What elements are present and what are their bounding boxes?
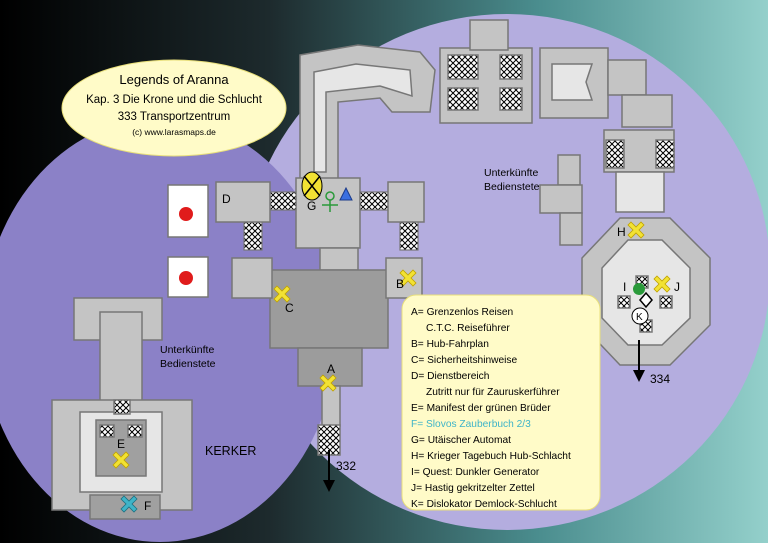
- quarters-label-left-1: Unterkünfte: [160, 344, 214, 356]
- quarters-label-left-2: Bedienstete: [160, 358, 216, 370]
- legend-item-H: H= Krieger Tagebuch Hub-Schlacht: [411, 451, 571, 462]
- marker-K: K: [636, 312, 643, 323]
- exit-arrow-334: [633, 340, 645, 382]
- legend-item-D: D= Dienstbereich: [411, 371, 489, 382]
- marker-G: G: [307, 199, 316, 213]
- legend-item-A-sub: C.T.C. Reiseführer: [426, 323, 510, 334]
- legend-item-A: A= Grenzenlos Reisen: [411, 307, 513, 318]
- east-quarters: [539, 129, 675, 246]
- marker-E: E: [117, 437, 125, 451]
- marker-D: D: [222, 192, 231, 206]
- hub-side-rooms: [215, 181, 425, 223]
- legend-panel: [401, 294, 601, 511]
- marker-F: F: [144, 499, 151, 513]
- hub-bridges: [243, 191, 419, 251]
- marker-letters: A B C D E F G H I J K: [117, 192, 680, 513]
- exit-label-332: 332: [336, 459, 356, 473]
- exit-arrow-332: [323, 450, 335, 492]
- item-markers: [112, 221, 671, 469]
- north-corridor: [299, 44, 436, 186]
- quarters-label-right-1: Unterkünfte: [484, 167, 538, 179]
- quest-marker-I: [633, 283, 645, 295]
- legend-item-I: I= Quest: Dunkler Generator: [411, 467, 540, 478]
- marker-J: J: [674, 280, 680, 294]
- spellbook-marker-F: [120, 495, 138, 513]
- legend-item-J: J= Hastig gekritzelter Zettel: [411, 483, 535, 494]
- legend-item-C: C= Sicherheitshinweise: [411, 355, 518, 366]
- north-grate-block: [439, 19, 533, 124]
- map-subtitle: Kap. 3 Die Krone und die Schlucht: [86, 94, 263, 106]
- marker-I: I: [623, 280, 626, 294]
- marker-H: H: [617, 225, 626, 239]
- legend-list: A= Grenzenlos Reisen C.T.C. Reiseführer …: [411, 307, 571, 510]
- legend-item-B: B= Hub-Fahrplan: [411, 339, 489, 350]
- north-east-block: [539, 47, 673, 128]
- marker-A: A: [327, 362, 335, 376]
- legend-item-E: E= Manifest der grünen Brüder: [411, 403, 551, 414]
- red-marker-1: [179, 207, 193, 221]
- map-level: 333 Transportzentrum: [118, 111, 231, 123]
- dislocator-marker-K: [631, 307, 649, 325]
- dungeon-label: KERKER: [205, 444, 256, 458]
- quarters-label-right-2: Bedienstete: [484, 181, 540, 193]
- exit-label-334: 334: [650, 372, 670, 386]
- map-credit: (c) www.larasmaps.de: [132, 127, 216, 137]
- legend-item-G: G= Utäischer Automat: [411, 435, 511, 446]
- red-marker-2: [179, 271, 193, 285]
- automat-marker-G: [301, 171, 353, 212]
- map-title: Legends of Aranna: [119, 72, 229, 87]
- legend-item-K: K= Dislokator Demlock-Schlucht: [411, 499, 557, 510]
- legend-item-D-sub: Zutritt nur für Zauruskerführer: [426, 387, 560, 398]
- west-rooms: [73, 184, 209, 413]
- legend-item-F: F= Slovos Zauberbuch 2/3: [411, 419, 531, 430]
- octagon-room: [581, 217, 711, 366]
- marker-B: B: [396, 277, 404, 291]
- title-badge: [61, 59, 287, 157]
- marker-C: C: [285, 301, 294, 315]
